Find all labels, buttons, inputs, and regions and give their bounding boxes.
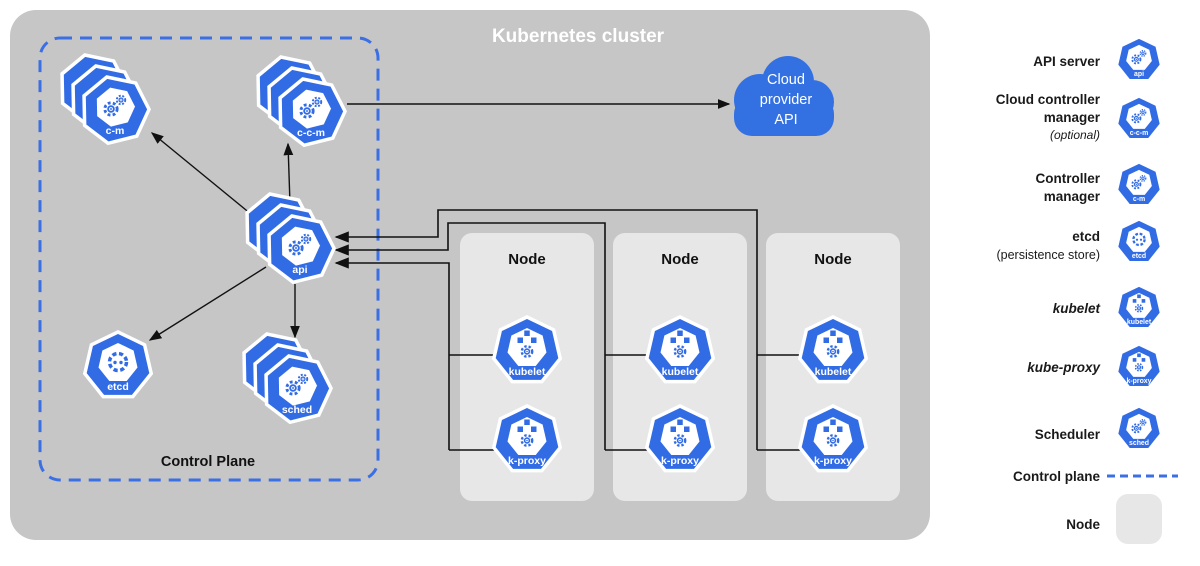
icon-label: c-m: [1133, 196, 1145, 203]
icon-label: k-proxy: [1126, 378, 1151, 385]
legend-node-label: Node: [1066, 517, 1100, 532]
icon-label: api: [1134, 71, 1144, 78]
icon-label: etcd: [1132, 253, 1146, 260]
icon-label: k-proxy: [814, 455, 852, 467]
cloud-shape: [734, 96, 834, 136]
api-to-cloud-controller-manager-arrow: [283, 142, 294, 205]
etcd-icon: etcd: [83, 330, 153, 399]
legend-kubelet-label: kubelet: [1053, 301, 1101, 316]
cloud-controller-manager-icon: c-c-m: [246, 47, 353, 152]
icon-label: api: [292, 264, 307, 276]
legend-kubelet-icon: kubelet: [1115, 284, 1163, 330]
legend-controller-manager-icon: c-m: [1115, 161, 1163, 207]
legend-cm-label-line1: Controller: [1035, 171, 1100, 186]
legend-etcd-label: etcd: [1072, 229, 1100, 244]
icon-label: k-proxy: [661, 455, 699, 467]
node-1-to-api-line: [334, 257, 450, 450]
legend-ccm-label-line1: Cloud controller: [996, 92, 1101, 107]
legend-node-swatch: [1116, 494, 1162, 544]
icon-label: kubelet: [1127, 319, 1152, 326]
legend-scheduler-icon: sched: [1115, 405, 1163, 451]
scheduler-icon: sched: [232, 324, 339, 429]
icon-label: kubelet: [509, 366, 546, 378]
icon-label: c-c-m: [1130, 130, 1148, 137]
control-plane-label: Control Plane: [161, 454, 255, 470]
node-to-api-connections: [334, 209, 803, 451]
icon-label: sched: [282, 404, 312, 416]
legend-control-plane-label: Control plane: [1013, 469, 1100, 484]
api-server-icon: api: [235, 184, 342, 289]
control-plane-boundary: [38, 36, 380, 482]
legend-kube-proxy-label: kube-proxy: [1027, 360, 1101, 375]
legend-kube-proxy-icon: k-proxy: [1115, 343, 1163, 389]
legend-cm-label-line2: manager: [1044, 189, 1101, 204]
cluster-title: Kubernetes cluster: [492, 26, 665, 47]
icon-label: etcd: [107, 381, 129, 393]
kube-proxy-icon-node2: k-proxy: [645, 404, 715, 473]
icon-label: kubelet: [815, 366, 852, 378]
legend-etcd-icon: etcd: [1115, 218, 1163, 264]
icon-label: c-m: [106, 125, 125, 137]
api-to-etcd-arrow: [148, 266, 267, 341]
kubelet-icon-node3: kubelet: [798, 315, 868, 384]
legend-cloud-controller-manager-icon: c-c-m: [1115, 95, 1163, 141]
node-3-label: Node: [814, 251, 852, 268]
icon-label: kubelet: [662, 366, 699, 378]
icon-label: k-proxy: [508, 455, 546, 467]
cloud-provider-api: Cloud provider API: [734, 56, 834, 136]
icon-label: c-c-m: [297, 127, 325, 139]
node-3-to-api-line: [334, 209, 758, 450]
legend-ccm-label-line2: manager: [1044, 110, 1101, 125]
kube-proxy-icon-node3: k-proxy: [798, 404, 868, 473]
cloud-label-line1: Cloud: [767, 72, 805, 88]
cloud-label-line2: provider: [760, 92, 813, 108]
legend-scheduler-label: Scheduler: [1035, 427, 1101, 442]
kubelet-icon-node1: kubelet: [492, 315, 562, 384]
icon-label: sched: [1129, 440, 1149, 447]
kube-proxy-icon-node1: k-proxy: [492, 404, 562, 473]
legend: API server api Cloud controller manager …: [996, 36, 1178, 544]
controller-manager-icon: c-m: [50, 45, 157, 150]
legend-etcd-note: (persistence store): [996, 248, 1100, 262]
legend-api-server-icon: api: [1115, 36, 1163, 82]
legend-ccm-optional-note: (optional): [1050, 128, 1100, 142]
node-1-label: Node: [508, 251, 546, 268]
cloud-label-line3: API: [774, 112, 797, 128]
node-2-label: Node: [661, 251, 699, 268]
legend-api-server-label: API server: [1033, 54, 1101, 69]
node-2-to-api-line: [334, 222, 606, 450]
kubelet-icon-node2: kubelet: [645, 315, 715, 384]
